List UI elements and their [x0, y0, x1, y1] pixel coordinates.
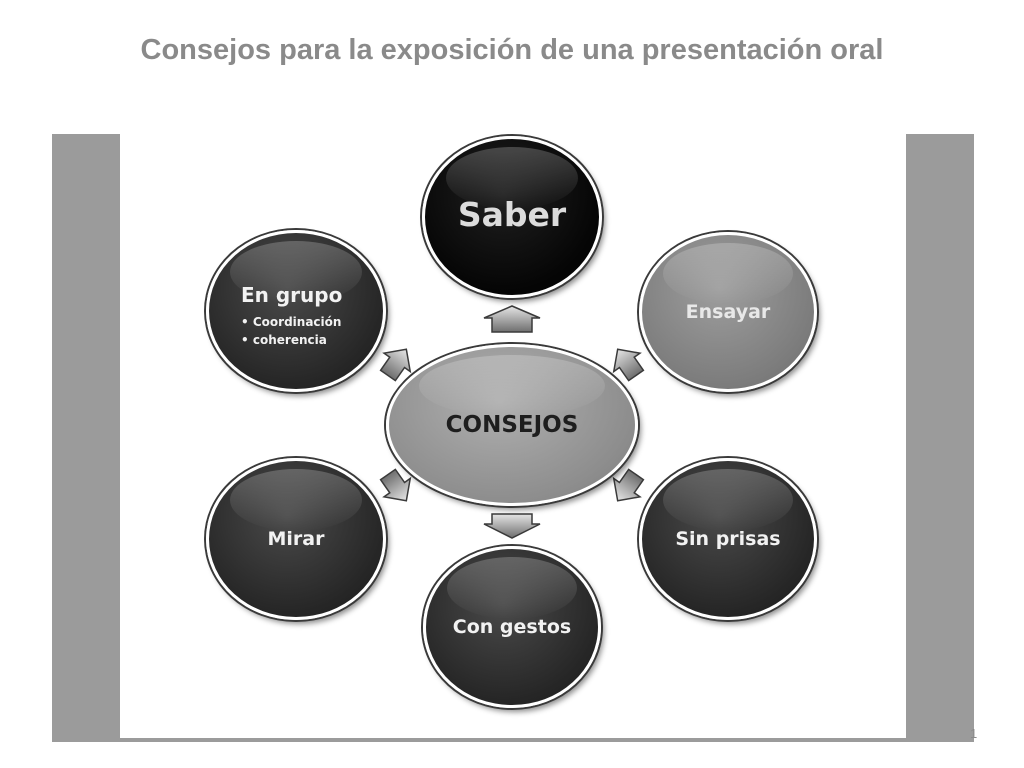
- node-mirar: Mirar: [206, 458, 386, 620]
- arrow-to-en-grupo: [379, 348, 412, 382]
- arrow-to-saber: [483, 305, 541, 333]
- slide-title: Consejos para la exposición de una prese…: [140, 34, 884, 66]
- arrow-to-con-gestos: [483, 513, 541, 539]
- node-sin-prisas: Sin prisas: [639, 458, 817, 620]
- node-con-gestos-label: Con gestos: [452, 616, 572, 638]
- list-item: coherencia: [241, 331, 342, 349]
- center-node-consejos: CONSEJOS: [386, 344, 638, 506]
- node-en-grupo-list: Coordinación coherencia: [241, 313, 342, 349]
- list-item: Coordinación: [241, 313, 342, 331]
- arrow-to-sin-prisas: [612, 468, 645, 502]
- arrow-to-ensayar: [612, 348, 645, 382]
- node-saber: Saber: [422, 136, 602, 298]
- node-en-grupo: En grupo Coordinación coherencia: [206, 230, 386, 392]
- node-mirar-label: Mirar: [267, 528, 325, 550]
- node-sin-prisas-label: Sin prisas: [675, 528, 781, 550]
- node-en-grupo-content: En grupo Coordinación coherencia: [241, 283, 342, 349]
- node-en-grupo-label: En grupo: [241, 283, 343, 307]
- center-node-label: CONSEJOS: [445, 412, 579, 438]
- node-ensayar: Ensayar: [639, 232, 817, 392]
- page-number: 1: [970, 726, 978, 741]
- node-con-gestos: Con gestos: [423, 546, 601, 708]
- arrow-to-mirar: [379, 468, 412, 502]
- node-ensayar-label: Ensayar: [685, 301, 771, 323]
- node-saber-label: Saber: [457, 195, 567, 234]
